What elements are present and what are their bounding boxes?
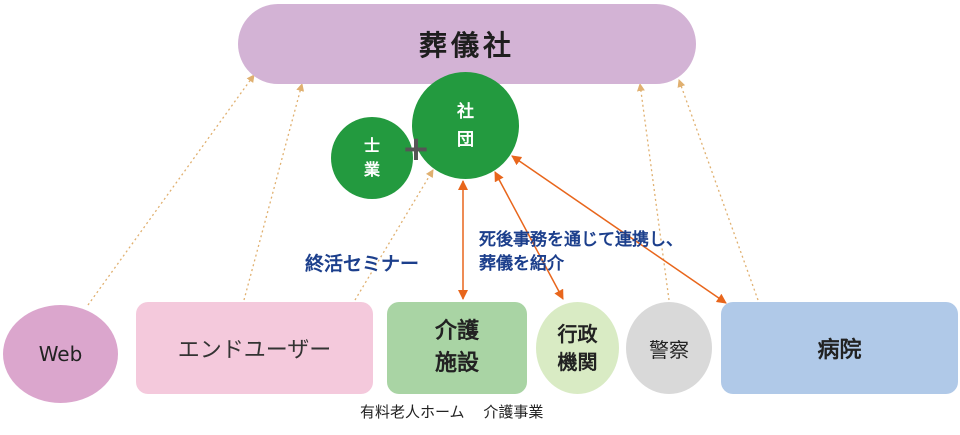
association-label: 社 団 (457, 101, 474, 150)
after-death-services-annotation: 死後事務を通じて連携し、 葬儀を紹介 (479, 230, 683, 274)
government-node: 行政 機関 (536, 302, 619, 394)
hospital-to-funeral-arrow (677, 79, 759, 301)
plus-icon: + (401, 129, 431, 169)
web-to-funeral-arrow (87, 74, 255, 306)
end-user-node: エンドユーザー (136, 302, 373, 394)
funeral-company-label: 葬儀社 (418, 29, 515, 62)
web-node: Web (3, 305, 118, 403)
plus-sign: + (401, 129, 431, 169)
end-user-label: エンドユーザー (177, 338, 332, 363)
professionals-node: 士 業 (331, 117, 413, 199)
professionals-label: 士 業 (363, 136, 380, 179)
association-node: 社 団 (412, 72, 519, 179)
association-hospital-arrow (511, 155, 727, 304)
police-label: 警察 (649, 337, 689, 362)
enduser-to-funeral-arrow (243, 83, 305, 301)
police-node: 警察 (626, 302, 712, 394)
web-label: Web (38, 342, 83, 366)
care-facility-types-caption: 有料老人ホーム 介護事業 (360, 403, 544, 421)
government-label: 行政 機関 (557, 322, 598, 374)
care-facility-label: 介護 施設 (434, 319, 479, 376)
hospital-label: 病院 (817, 338, 862, 363)
enduser-to-association-arrow (354, 169, 434, 301)
care-facility-node: 介護 施設 (387, 302, 527, 394)
funeral-company-node: 葬儀社 (238, 4, 696, 84)
hospital-node: 病院 (721, 302, 958, 394)
seminar-annotation: 終活セミナー (305, 253, 420, 275)
